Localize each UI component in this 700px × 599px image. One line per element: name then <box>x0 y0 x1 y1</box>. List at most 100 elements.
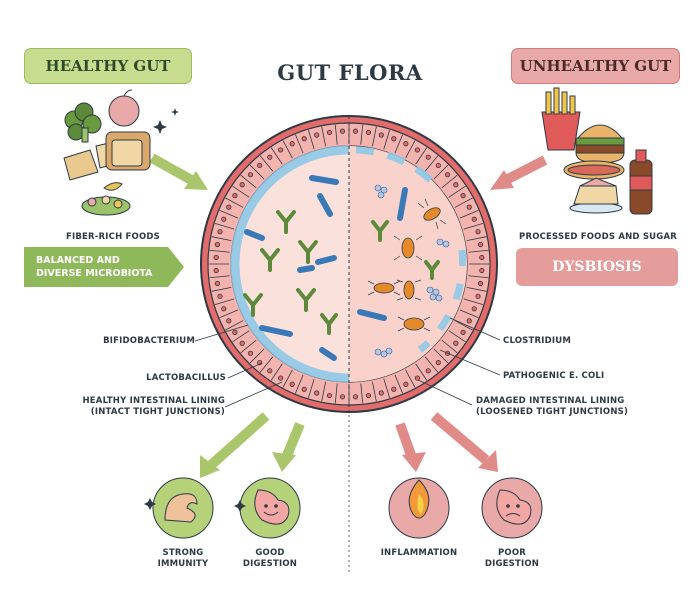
cell-wall <box>211 287 232 292</box>
healthy-lining-line-1: HEALTHY INTESTINAL LINING <box>82 396 225 406</box>
cell-nucleus <box>326 129 333 136</box>
cell-nucleus <box>453 182 459 188</box>
healthy-lining-line-2: (INTACT TIGHT JUNCTIONS) <box>90 407 225 417</box>
cell-wall <box>295 134 304 154</box>
cell-nucleus <box>339 394 346 400</box>
cell-wall <box>454 197 473 208</box>
cell-wall <box>334 124 338 145</box>
cell-wall <box>270 147 283 165</box>
cell-wall <box>282 140 293 159</box>
cell-nucleus <box>435 162 441 169</box>
poor-digestion-label: POOR DIGESTION <box>462 548 562 570</box>
cell-wall <box>214 222 235 230</box>
cell-wall <box>270 363 283 381</box>
cell-wall <box>441 339 458 354</box>
cell-wall <box>459 309 479 318</box>
cell-wall <box>383 378 391 399</box>
cell-nucleus <box>239 340 245 346</box>
cell-nucleus <box>365 392 372 399</box>
outcome-arrows <box>200 412 498 478</box>
cell-nucleus <box>435 359 441 366</box>
cell-wall <box>466 287 487 292</box>
cell-nucleus <box>414 375 420 381</box>
strong-immunity-line-1: STRONG <box>162 548 204 558</box>
cell-wall <box>219 210 239 219</box>
cell-wall <box>415 363 428 381</box>
cell-nucleus <box>403 381 409 387</box>
cell-nucleus <box>289 141 295 147</box>
cell-wall <box>383 129 391 150</box>
cell-nucleus <box>301 386 307 392</box>
cell-nucleus <box>214 280 221 287</box>
cell-nucleus <box>475 229 481 235</box>
epithelial-cells <box>209 124 489 404</box>
bifidobacteria <box>243 210 389 335</box>
cell-wall <box>463 298 484 306</box>
cell-wall <box>321 381 326 402</box>
cell-nucleus <box>232 193 238 199</box>
cell-wall <box>225 320 244 331</box>
cell-wall <box>424 356 439 373</box>
cell-wall <box>219 309 239 318</box>
cell-nucleus <box>391 386 397 392</box>
cell-wall <box>211 236 232 241</box>
cell-nucleus <box>477 241 484 248</box>
cell-nucleus <box>247 350 254 356</box>
good-digestion-label: GOOD DIGESTION <box>220 548 320 570</box>
cell-wall <box>459 210 479 219</box>
cell-wall <box>232 185 250 198</box>
cell-nucleus <box>466 204 472 210</box>
poor-digestion-line-1: POOR <box>497 548 527 558</box>
lumen-unhealthy <box>349 146 467 382</box>
cell-wall <box>360 124 364 145</box>
balanced-microbiota-banner: BALANCED AND DIVERSE MICROBIOTA <box>24 247 184 287</box>
cell-wall <box>394 134 403 154</box>
cell-nucleus <box>477 280 484 287</box>
leader-lines <box>194 317 501 408</box>
cell-wall <box>307 378 315 399</box>
damaged-lining-line-2: (LOOSENED TIGHT JUNCTIONS) <box>476 407 629 417</box>
cell-nucleus <box>479 267 485 274</box>
cell-nucleus <box>471 306 477 312</box>
cell-nucleus <box>217 293 223 299</box>
cell-wall <box>240 174 257 189</box>
healthy-lining-label: HEALTHY INTESTINAL LINING (INTACT TIGHT … <box>40 396 225 418</box>
cell-wall <box>424 155 439 172</box>
cell-nucleus <box>391 136 397 142</box>
cell-wall <box>307 129 315 150</box>
cell-nucleus <box>352 394 359 400</box>
cell-wall <box>321 126 326 147</box>
cell-wall <box>334 383 338 404</box>
cell-nucleus <box>326 392 333 399</box>
bifidobacterium-label: BIFIDOBACTERIUM <box>103 336 195 346</box>
cell-nucleus <box>414 147 420 153</box>
lactobacillus-label: LACTOBACILLUS <box>146 373 226 383</box>
cell-wall <box>259 155 274 172</box>
arrow-unhealthy-food <box>499 155 548 187</box>
cell-nucleus <box>221 306 227 312</box>
mucus-layer-damaged <box>355 146 443 193</box>
cell-wall <box>232 330 250 343</box>
cell-nucleus <box>213 254 219 261</box>
cell-wall <box>454 320 473 331</box>
cell-nucleus <box>466 318 472 324</box>
cell-nucleus <box>460 193 466 199</box>
cell-wall <box>433 164 449 180</box>
cell-wall <box>360 383 364 404</box>
unhealthy-gut-heading: UNHEALTHY GUT <box>511 48 680 84</box>
cell-nucleus <box>378 132 384 138</box>
processed-foods-label: PROCESSED FOODS AND SUGAR <box>519 232 677 242</box>
pathogenic-bacteria <box>367 198 447 332</box>
cell-nucleus <box>314 132 320 138</box>
cell-nucleus <box>214 241 221 248</box>
cell-nucleus <box>403 141 409 147</box>
cell-wall <box>249 348 265 364</box>
cell-nucleus <box>239 182 245 188</box>
outcome-icons <box>152 477 543 539</box>
cell-wall <box>441 174 458 189</box>
cell-nucleus <box>365 129 372 136</box>
cell-nucleus <box>257 162 263 169</box>
cell-nucleus <box>378 390 384 396</box>
fiber-rich-foods-illustration <box>63 89 151 216</box>
